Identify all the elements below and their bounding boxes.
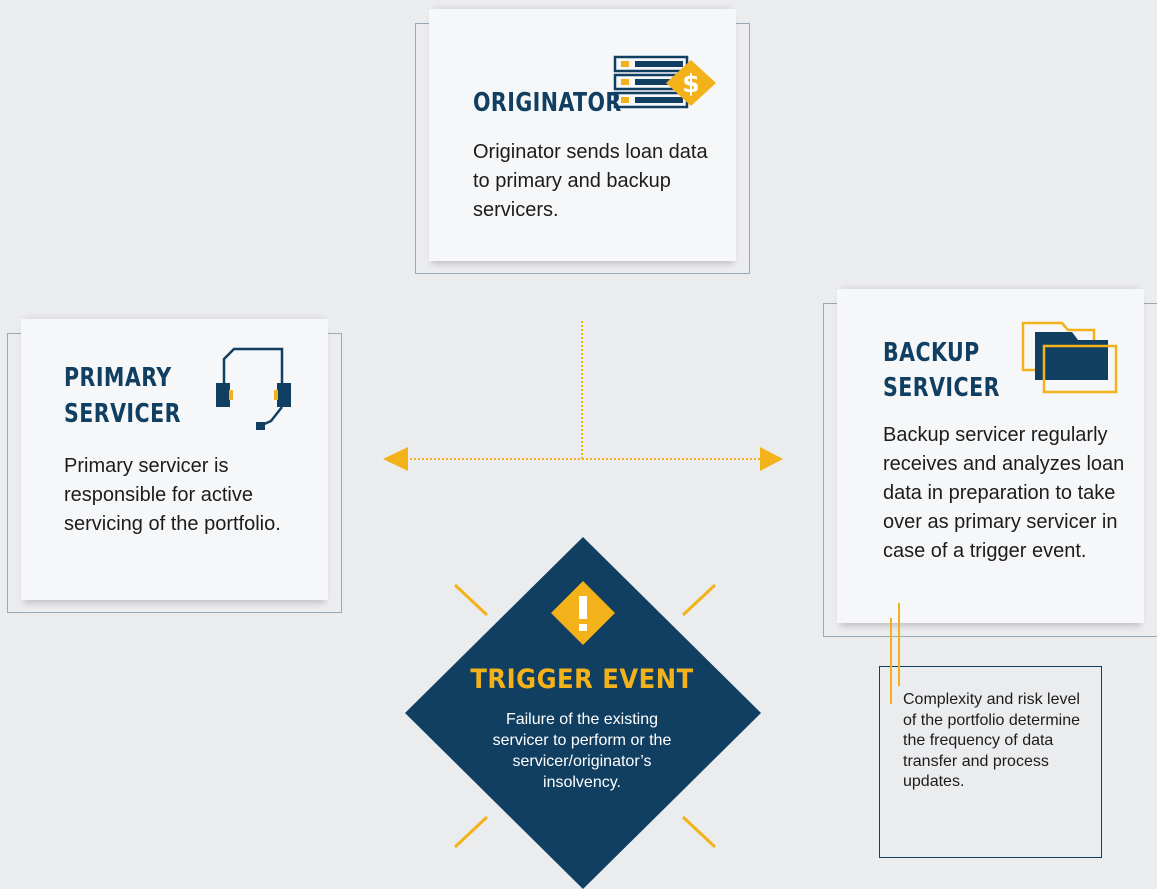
backup-title-line1: BACKUP bbox=[883, 338, 980, 368]
svg-text:$: $ bbox=[682, 69, 699, 98]
primary-card bbox=[21, 319, 328, 600]
trigger-text: Failure of the existing servicer to perf… bbox=[492, 711, 672, 791]
originator-title: ORIGINATOR bbox=[473, 88, 622, 118]
primary-title-line2: SERVICER bbox=[64, 399, 181, 429]
originator-text: Originator sends loan data to primary an… bbox=[473, 141, 708, 221]
primary-text: Primary servicer is responsible for acti… bbox=[64, 455, 281, 535]
note-text: Complexity and risk level of the portfol… bbox=[903, 691, 1080, 790]
backup-text: Backup servicer regularly receives and a… bbox=[883, 424, 1125, 562]
warning-icon bbox=[549, 579, 617, 647]
originator-card bbox=[429, 9, 736, 261]
server-dollar-icon: $ bbox=[613, 55, 721, 115]
trigger-title: TRIGGER EVENT bbox=[470, 664, 694, 695]
primary-title-line1: PRIMARY bbox=[64, 363, 172, 393]
headset-icon bbox=[214, 347, 296, 433]
backup-title-line2: SERVICER bbox=[883, 373, 1000, 403]
note-box bbox=[879, 666, 1102, 858]
folders-icon bbox=[1020, 320, 1120, 396]
